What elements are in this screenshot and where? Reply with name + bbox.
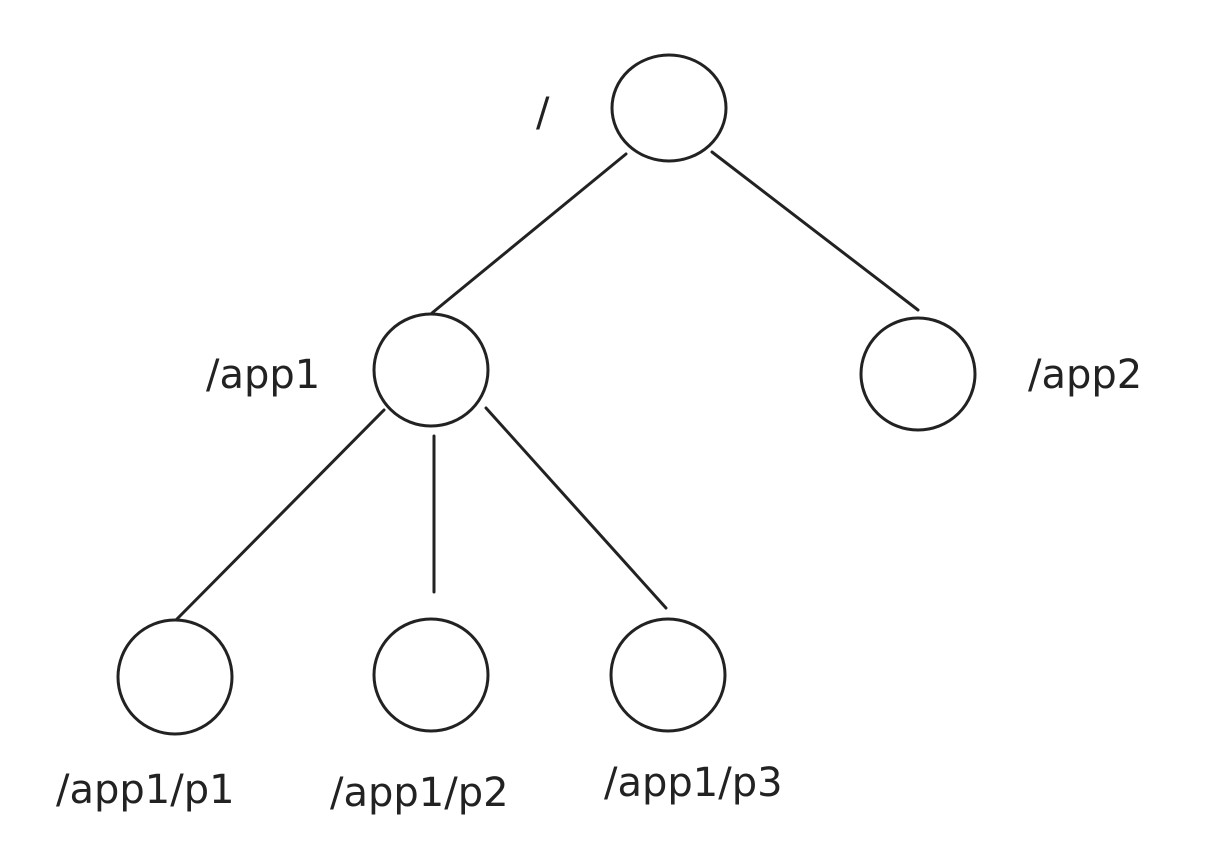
nodes-layer	[116, 53, 977, 736]
edge-root-app2	[710, 150, 920, 312]
node-app2	[859, 316, 977, 432]
label-p3: /app1/p3	[604, 760, 783, 806]
edges-layer	[174, 150, 920, 622]
label-root: /	[536, 90, 550, 136]
node-p1	[116, 618, 234, 736]
edge-root-app1	[430, 152, 628, 315]
node-app1	[372, 312, 490, 428]
node-root	[610, 53, 728, 163]
node-p3	[609, 617, 727, 733]
edge-app1-p3	[484, 406, 668, 610]
node-p2	[372, 617, 490, 733]
label-app2: /app2	[1028, 352, 1142, 398]
label-p1: /app1/p1	[56, 767, 235, 813]
edge-app1-p1	[174, 408, 386, 622]
label-p2: /app1/p2	[330, 770, 509, 816]
labels-layer: / /app1 /app2 /app1/p1 /app1/p2 /app1/p3	[56, 90, 1142, 816]
label-app1: /app1	[206, 352, 320, 398]
